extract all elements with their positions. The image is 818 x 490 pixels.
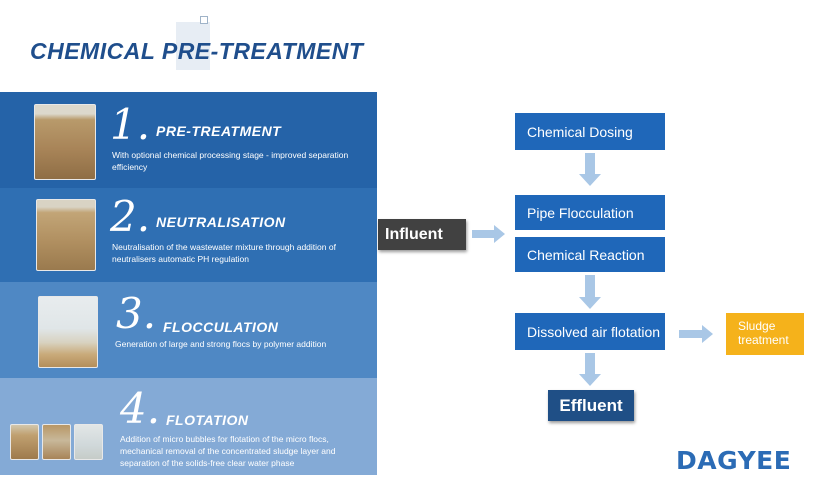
title-decoration: [176, 22, 210, 70]
chemical-reaction-box: Chemical Reaction: [515, 237, 665, 272]
step-number: 4.: [120, 384, 161, 433]
arrow-down-icon: [579, 275, 601, 309]
page-title: CHEMICAL PRE-TREATMENT: [30, 38, 364, 64]
beaker-image-4b: [42, 424, 71, 460]
title-decoration-square: [200, 16, 208, 24]
step-title: FLOTATION: [166, 412, 249, 428]
chemical-dosing-box: Chemical Dosing: [515, 113, 665, 150]
beaker-image-4a: [10, 424, 39, 460]
step-description: Generation of large and strong flocs by …: [115, 339, 327, 349]
step-title: PRE-TREATMENT: [156, 123, 282, 139]
step-description: Neutralisation of the wastewater mixture…: [112, 242, 336, 264]
step-number: 1.: [110, 100, 151, 149]
step-number: 3.: [116, 289, 157, 338]
arrow-down-icon: [579, 353, 601, 386]
step-description: Addition of micro bubbles for flotation …: [120, 434, 336, 468]
step-title: FLOCCULATION: [163, 319, 279, 335]
brand-logo: DAGYEE: [676, 446, 792, 475]
step-title: NEUTRALISATION: [156, 214, 286, 230]
effluent-label: Effluent: [548, 390, 634, 421]
beaker-image-1: [34, 104, 96, 180]
step-description: With optional chemical processing stage …: [112, 150, 349, 172]
arrow-right-icon: [679, 325, 713, 343]
arrow-right-icon: [472, 225, 505, 243]
step-number: 2.: [110, 192, 151, 241]
beaker-image-4c: [74, 424, 103, 460]
beaker-image-3: [38, 296, 98, 368]
dissolved-air-flotation-box: Dissolved air flotation: [515, 313, 665, 350]
pipe-flocculation-box: Pipe Flocculation: [515, 195, 665, 230]
sludge-treatment-box: Sludge treatment: [726, 313, 804, 355]
arrow-down-icon: [579, 153, 601, 186]
influent-label: Influent: [378, 219, 466, 250]
beaker-image-2: [36, 199, 96, 271]
